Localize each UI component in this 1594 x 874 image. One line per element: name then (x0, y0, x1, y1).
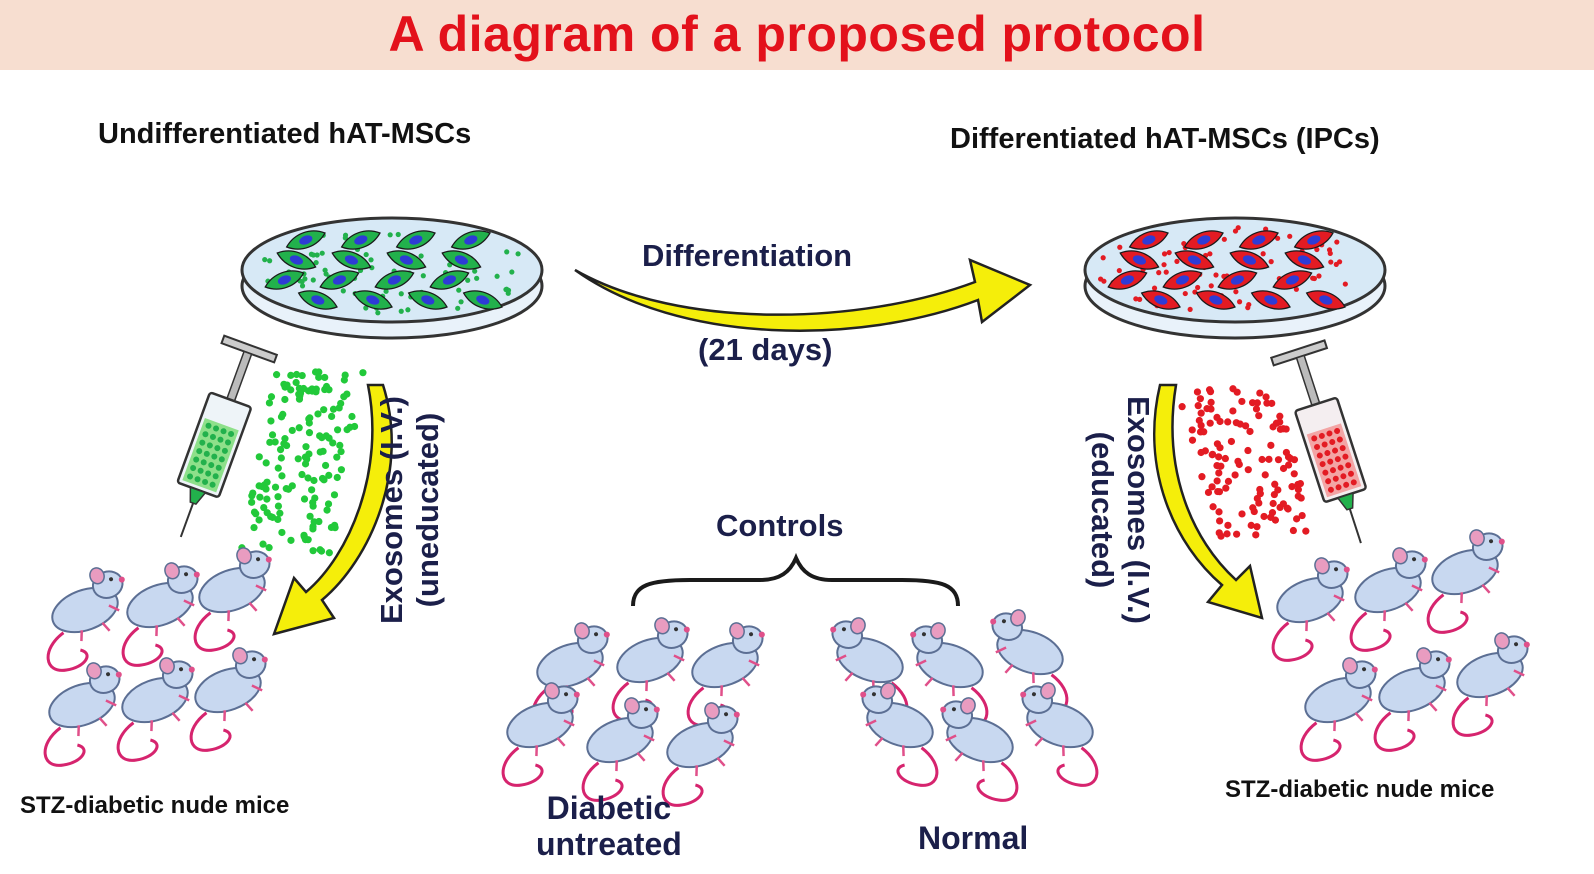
differentiation-label: Differentiation (642, 238, 853, 273)
mouse-icon (1247, 520, 1555, 768)
curved-arrow-icon (1153, 383, 1264, 620)
diabetic-line2: untreated (536, 826, 682, 862)
exosome-dot-icon (1178, 385, 1310, 540)
exosomes-right-line1: Exosomes (I.V.) (1121, 395, 1156, 625)
mouse-icon (477, 608, 790, 813)
stz-right-label: STZ-diabetic nude mice (1225, 776, 1495, 803)
diff-label: Differentiated hAT-MSCs (IPCs) (950, 123, 1380, 155)
exosome-dot-icon (237, 368, 367, 559)
title-band (0, 0, 1594, 70)
normal-label: Normal (918, 820, 1029, 856)
petri-dish-icon (240, 216, 544, 340)
curved-arrow-icon (272, 383, 393, 636)
stz-left-label: STZ-diabetic nude mice (20, 792, 290, 819)
controls-label: Controls (716, 508, 844, 543)
exosomes-left-line2: (uneducated) (410, 412, 445, 608)
brace-icon (631, 552, 960, 607)
exosomes-left-line1: Exosomes (I.V.) (374, 395, 409, 625)
page-title: A diagram of a proposed protocol (388, 6, 1206, 62)
diabetic-untreated-label: Diabetic untreated (536, 790, 682, 862)
diabetic-line1: Diabetic (546, 790, 672, 826)
exosomes-right-line2: (educated) (1085, 431, 1120, 589)
days-label: (21 days) (698, 332, 833, 367)
petri-dish-icon (1083, 216, 1387, 340)
exosomes-left-label: Exosomes (I.V.) (uneducated) (374, 396, 446, 624)
curved-arrow-icon (574, 257, 1033, 332)
syringe-icon (1269, 339, 1367, 544)
undiff-label: Undifferentiated hAT-MSCs (98, 118, 472, 150)
exosomes-right-label: Exosomes (I.V.) (educated) (1084, 396, 1156, 624)
mouse-icon (19, 538, 297, 773)
syringe-icon (176, 334, 279, 538)
mouse-icon (805, 600, 1123, 808)
